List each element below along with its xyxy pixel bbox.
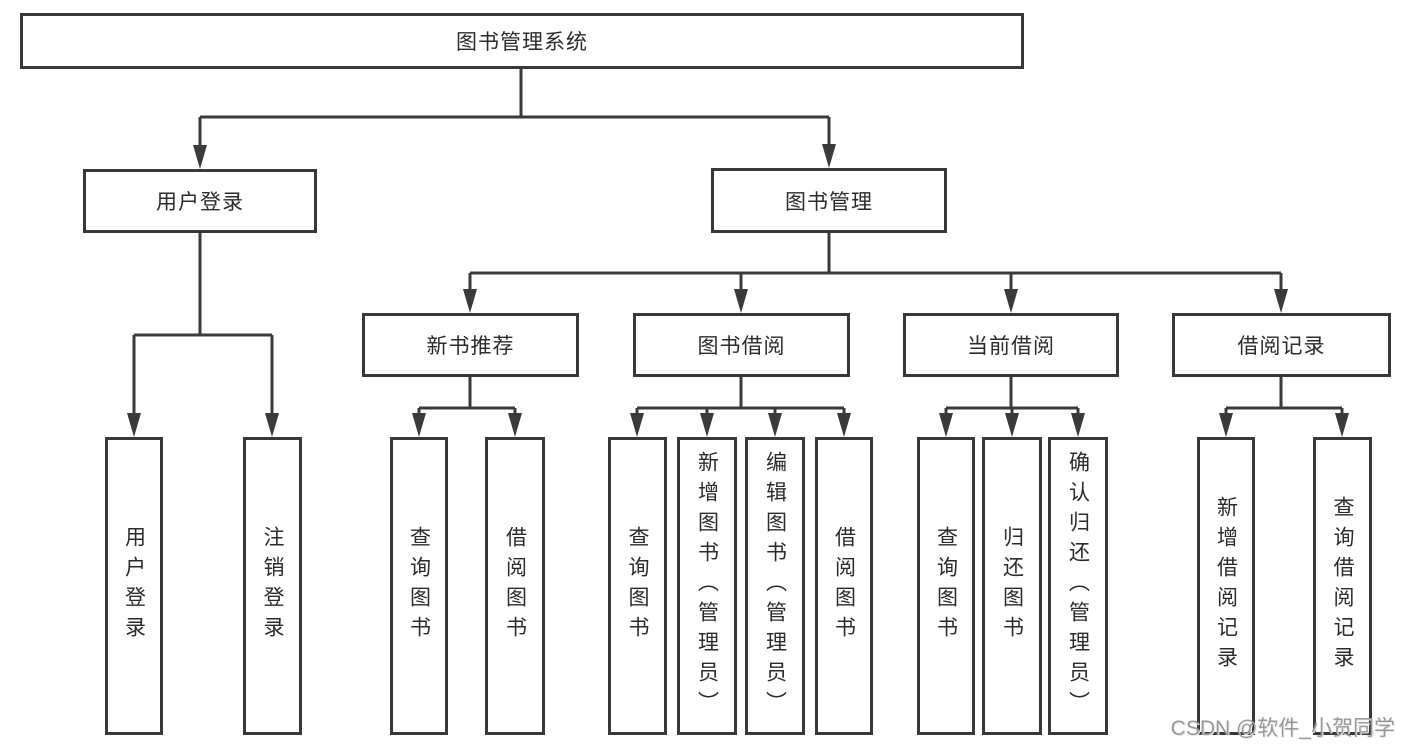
leaf-label: 用户登录	[122, 526, 146, 646]
leaf-label: 借阅图书	[832, 526, 856, 646]
leaf-return-books: 归还图书	[982, 437, 1042, 735]
node-label: 当前借阅	[967, 335, 1055, 358]
connector-book-mgmt-to-level3	[463, 232, 1288, 313]
node-label: 借阅记录	[1237, 335, 1326, 358]
leaf-logout: 注销登录	[243, 437, 302, 735]
leaf-add-books-admin: 新增图书（管理员）	[677, 437, 737, 735]
leaf-user-login: 用户登录	[105, 437, 163, 735]
node-borrow-records: 借阅记录	[1172, 313, 1391, 377]
connector-book-borrow-to-leaves	[630, 377, 851, 437]
node-label: 图书管理	[785, 190, 873, 214]
node-user-login: 用户登录	[83, 169, 317, 233]
leaf-label: 注销登录	[261, 526, 284, 646]
leaf-borrow-books-1: 借阅图书	[485, 437, 545, 735]
connector-borrow-records-to-leaves	[1219, 377, 1349, 437]
leaf-label: 新增图书（管理员）	[695, 451, 719, 721]
leaf-borrow-books-2: 借阅图书	[815, 437, 873, 735]
leaf-label: 查询图书	[407, 526, 431, 646]
node-root-system: 图书管理系统	[20, 13, 1024, 69]
connector-current-borrow-to-leaves	[939, 377, 1085, 437]
connector-user-login-to-leaves	[127, 232, 279, 437]
node-current-borrow: 当前借阅	[903, 313, 1119, 377]
leaf-label: 新增借阅记录	[1214, 496, 1238, 676]
leaf-label: 查询图书	[934, 526, 958, 646]
connector-root-to-level2	[193, 68, 836, 169]
leaf-label: 编辑图书（管理员）	[763, 451, 787, 721]
leaf-label: 查询借阅记录	[1331, 496, 1354, 676]
leaf-query-books-1: 查询图书	[390, 437, 448, 735]
leaf-label: 查询图书	[626, 526, 649, 646]
node-book-borrow: 图书借阅	[633, 313, 850, 377]
node-label: 图书管理系统	[456, 31, 588, 54]
leaf-add-borrow-record: 新增借阅记录	[1197, 437, 1255, 735]
leaf-query-books-3: 查询图书	[917, 437, 975, 735]
node-label: 新书推荐	[426, 335, 515, 358]
connector-new-book-rec-to-leaves	[412, 377, 522, 437]
csdn-watermark: CSDN @软件_小贺同学	[1170, 717, 1395, 740]
leaf-label: 确认归还（管理员）	[1066, 451, 1090, 721]
leaf-label: 归还图书	[1000, 526, 1024, 646]
leaf-query-books-2: 查询图书	[608, 437, 667, 735]
leaf-edit-books-admin: 编辑图书（管理员）	[745, 437, 805, 735]
node-new-book-recommend: 新书推荐	[362, 313, 579, 377]
node-label: 图书借阅	[697, 335, 786, 358]
leaf-query-borrow-record: 查询借阅记录	[1313, 437, 1372, 735]
node-book-management: 图书管理	[711, 168, 947, 233]
leaf-confirm-return-admin: 确认归还（管理员）	[1048, 437, 1108, 735]
leaf-label: 借阅图书	[503, 526, 527, 646]
node-label: 用户登录	[156, 191, 244, 214]
